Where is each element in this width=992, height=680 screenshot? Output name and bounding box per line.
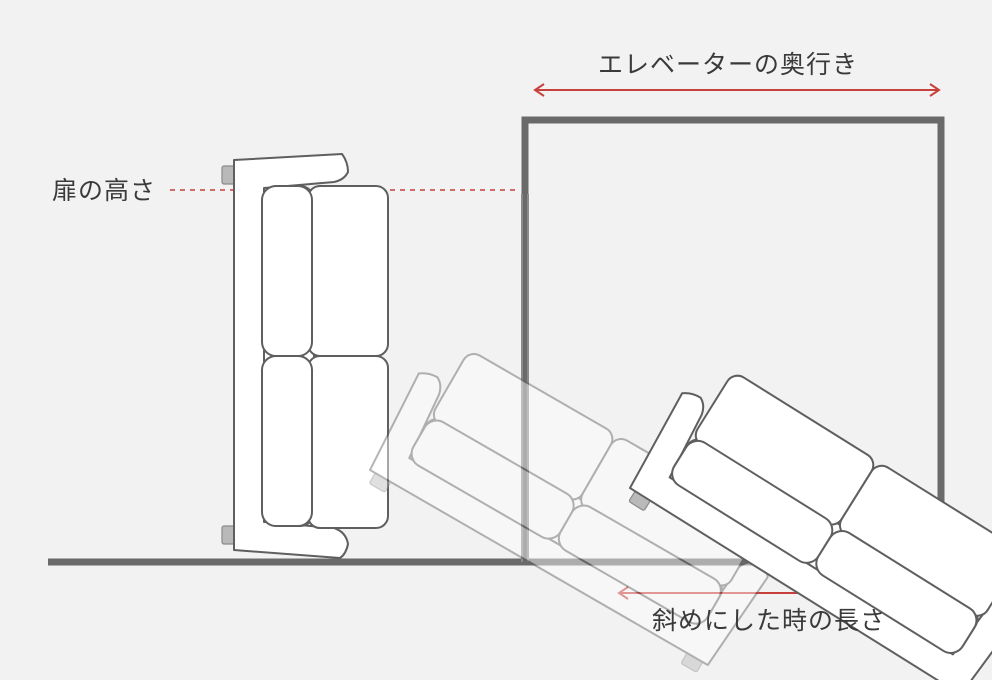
elevator-outline — [521, 116, 945, 562]
elevator-depth-label: エレベーターの奥行き — [598, 50, 859, 79]
sofa-upright — [221, 153, 389, 559]
diagonal-length-label: 斜めにした時の長さ — [652, 606, 887, 635]
door-height-label: 扉の高さ — [52, 176, 157, 205]
elevator-depth-arrow — [533, 83, 941, 97]
